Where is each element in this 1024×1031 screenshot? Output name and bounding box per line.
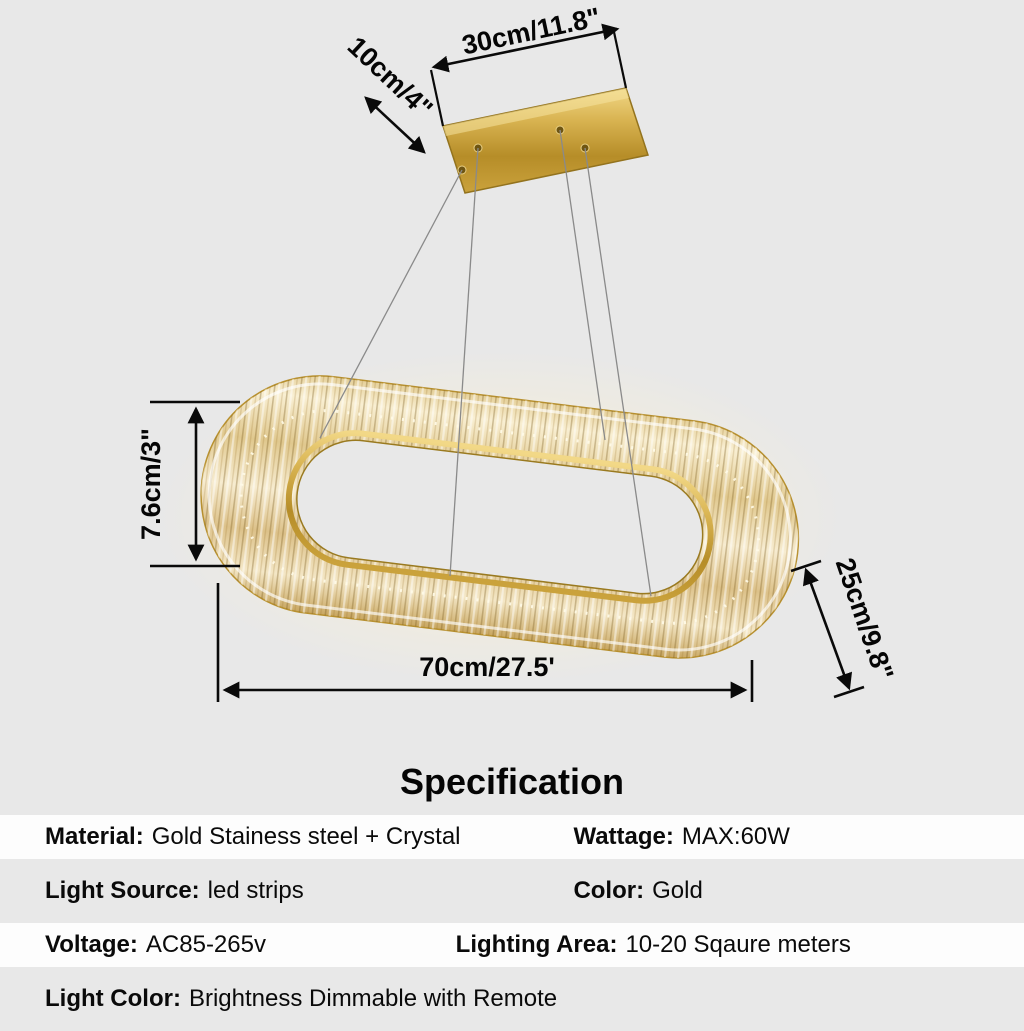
ring-height-dimension: 7.6cm/3"	[136, 400, 240, 568]
ring-length-dimension: 70cm/27.5'	[216, 583, 754, 702]
spec-label-voltage: Voltage:	[45, 931, 138, 958]
spec-cell-light-color: Light Color: Brightness Dimmable with Rem…	[0, 985, 557, 1013]
spec-value-lighting-area: 10-20 Sqaure meters	[625, 931, 851, 958]
suspension-wires	[319, 129, 652, 597]
spec-row-voltage-lightingarea: Voltage: AC85-265v Lighting Area: 10-20 Sq…	[0, 923, 1024, 967]
spec-value-voltage: AC85-265v	[145, 931, 266, 958]
canopy-plate	[442, 87, 649, 194]
spec-label-material: Material:	[45, 823, 144, 850]
spec-label-lighting-area: Lighting Area:	[455, 931, 618, 958]
spec-value-wattage: MAX:60W	[681, 823, 790, 850]
spec-row-lightcolor: Light Color: Brightness Dimmable with Rem…	[0, 977, 1024, 1021]
spec-value-color: Gold	[652, 877, 703, 904]
spec-value-light-color: Brightness Dimmable with Remote	[188, 985, 558, 1012]
spec-label-wattage: Wattage:	[573, 823, 674, 850]
gold-inner-rim	[285, 430, 714, 604]
crystal-ring	[200, 375, 800, 659]
crystal-edge-highlight	[207, 382, 792, 652]
wire	[449, 147, 479, 577]
canopy-depth-dimension-label: 10cm/4"	[342, 31, 439, 124]
spec-value-light-source: led strips	[207, 877, 304, 904]
spec-cell-voltage: Voltage: AC85-265v	[0, 931, 266, 959]
spec-title: Specification	[399, 761, 625, 802]
spec-cell-material: Material: Gold Stainess steel + Crystal	[0, 823, 461, 851]
wire	[319, 169, 463, 439]
spec-value-material: Gold Stainess steel + Crystal	[151, 823, 461, 850]
ring-depth-dimension: 25cm/9.8"	[790, 554, 899, 699]
spec-row-lightsource-color: Light Source: led strips Color: Gold	[0, 869, 1024, 913]
canopy-highlight	[443, 88, 629, 136]
spec-label-light-color: Light Color:	[45, 985, 181, 1012]
specification-section: Specification Material: Gold Stainess ste…	[0, 755, 1024, 1031]
product-diagram: 30cm/11.8" 10cm/4"	[136, 2, 899, 702]
spec-cell-light-source: Light Source: led strips	[0, 877, 304, 905]
spec-cell-wattage: Wattage: MAX:60W	[573, 815, 789, 859]
ring-opening	[296, 439, 704, 595]
canopy-depth-dimension: 10cm/4"	[342, 31, 439, 154]
ring-height-dimension-label: 7.6cm/3"	[136, 428, 166, 540]
spec-label-color: Color:	[573, 877, 645, 904]
chandelier-dimension-drawing: 30cm/11.8" 10cm/4"	[136, 2, 899, 702]
ring-length-dimension-label: 70cm/27.5'	[419, 652, 555, 682]
spec-cell-color: Color: Gold	[573, 869, 702, 913]
canopy-length-dimension-label: 30cm/11.8"	[459, 2, 603, 61]
wire	[584, 147, 652, 597]
spec-cell-lighting-area: Lighting Area: 10-20 Sqaure meters	[456, 923, 851, 967]
spec-label-light-source: Light Source:	[45, 877, 200, 904]
ceiling-canopy	[442, 87, 649, 194]
spec-row-material-wattage: Material: Gold Stainess steel + Crystal W…	[0, 815, 1024, 859]
wire	[559, 129, 606, 441]
